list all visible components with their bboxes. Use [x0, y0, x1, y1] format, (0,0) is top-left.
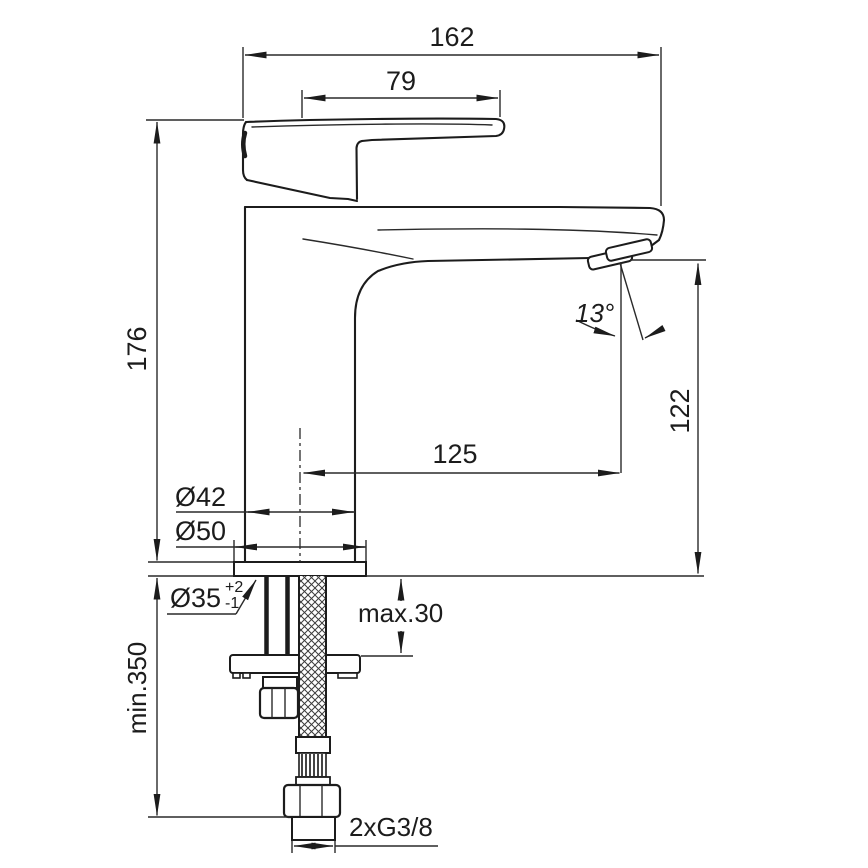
- connector-end: [291, 816, 336, 841]
- dim-min-hose-length-label: min.350: [122, 642, 152, 735]
- hole-tolerance-minus: -1: [225, 595, 239, 612]
- bracket-feet: [232, 672, 358, 679]
- dim-max-deck-thickness-label: max.30: [358, 598, 443, 628]
- dim-spout-height: 122: [630, 259, 706, 574]
- dim-handle-length-label: 79: [386, 66, 416, 96]
- dim-spout-reach: 125: [303, 262, 622, 477]
- dim-spout-angle-label: 13°: [575, 298, 614, 328]
- dim-min-hose-length: min.350: [122, 577, 290, 818]
- dim-spout-angle: 13°: [575, 262, 666, 341]
- dim-spout-height-label: 122: [665, 388, 695, 433]
- handle-lever: [241, 117, 506, 203]
- mounting-hardware: [229, 577, 361, 720]
- dim-total-height: 176: [122, 119, 244, 561]
- threaded-stud: [264, 577, 290, 655]
- base-flange: [233, 561, 367, 577]
- stud-washer: [262, 676, 298, 689]
- dim-hole-diameter-label: Ø35: [170, 583, 221, 613]
- hole-tolerance-plus: +2: [225, 579, 243, 596]
- dim-overall-width-label: 162: [429, 22, 474, 52]
- dim-total-height-label: 176: [122, 326, 152, 371]
- hose-ribbed-section: [298, 752, 327, 778]
- clamp-bracket: [229, 654, 361, 674]
- supply-hose: [282, 576, 342, 841]
- dim-connection-thread-label: 2xG3/8: [349, 812, 433, 842]
- dim-overall-width: 162: [242, 22, 662, 206]
- dim-spout-reach-label: 125: [432, 439, 477, 469]
- dimension-lines: 162 79 176 min.350 122: [122, 22, 706, 853]
- dim-connection-thread: 2xG3/8: [291, 812, 438, 853]
- mounting-nut: [258, 686, 300, 720]
- hose-ring: [295, 776, 331, 786]
- braided-hose: [298, 576, 327, 737]
- faucet-outline: [233, 117, 666, 577]
- dim-hole-diameter: Ø35 +2 -1: [167, 579, 257, 615]
- dim-base-diameter-label: Ø50: [175, 516, 226, 546]
- dim-body-diameter: Ø42: [175, 482, 355, 516]
- counter-reference-lines: [148, 561, 704, 577]
- spout-aerator: [586, 238, 654, 271]
- dim-max-deck-thickness: max.30: [358, 578, 443, 657]
- dim-body-diameter-label: Ø42: [175, 482, 226, 512]
- dim-handle-length: 79: [301, 66, 501, 118]
- dim-base-diameter: Ø50: [175, 516, 367, 561]
- hose-ferrule: [295, 736, 331, 754]
- connection-nut: [282, 783, 342, 819]
- spout-body: [243, 205, 666, 564]
